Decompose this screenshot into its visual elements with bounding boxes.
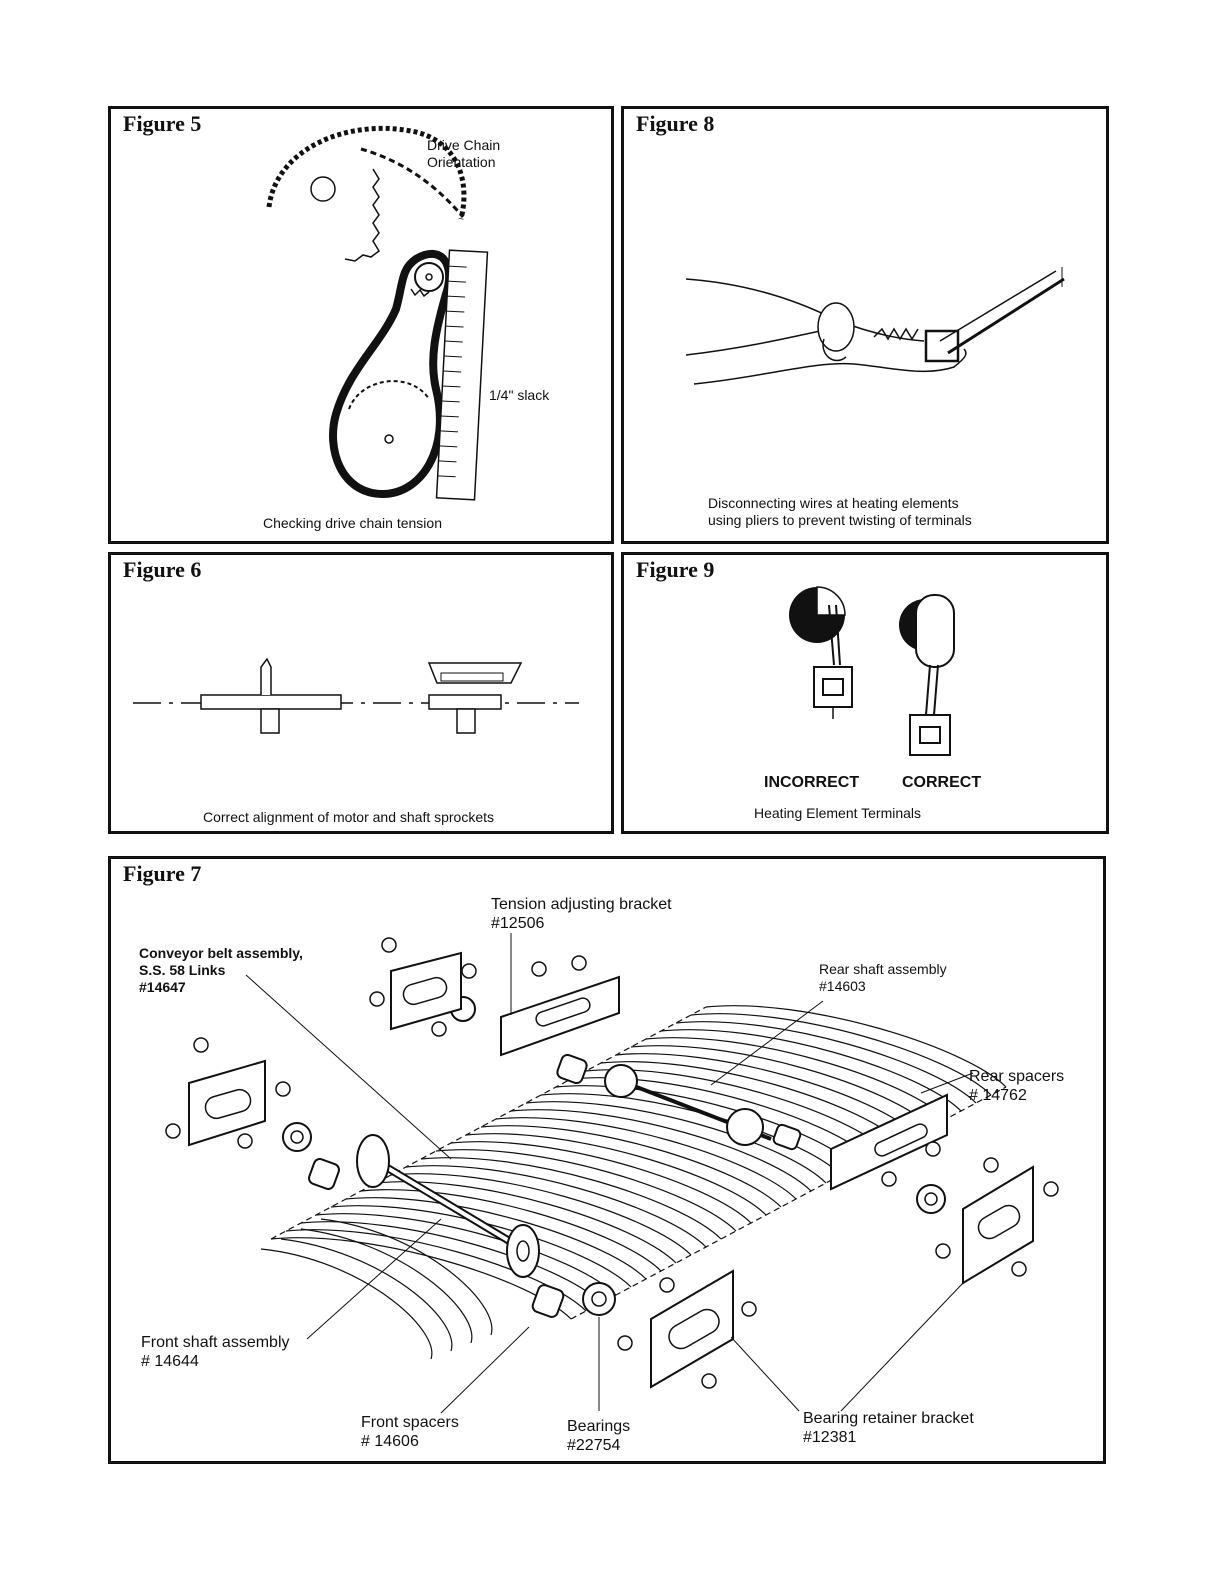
- sprocket-alignment-illustration: [133, 657, 579, 734]
- slack-label: 1/4" slack: [489, 387, 550, 403]
- rear-spacers-label: Rear spacers # 14762: [969, 1068, 1065, 1104]
- figure-9-panel: Figure 9 INCORRECT CORRECT Heating Eleme…: [621, 552, 1109, 834]
- drive-chain-illustration: [266, 125, 489, 501]
- figure-6-caption: Correct alignment of motor and shaft spr…: [203, 809, 495, 825]
- pliers-illustration: [685, 267, 1065, 385]
- figure-5-panel: Figure 5 Drive Chain Orientation: [108, 106, 614, 544]
- rear-shaft-label: Rear shaft assembly #14603: [819, 961, 947, 994]
- front-shaft-label: Front shaft assembly # 14644: [141, 1334, 290, 1370]
- incorrect-label: INCORRECT: [764, 774, 860, 791]
- figure-8-panel: Figure 8 Disconnecting wires at heating …: [621, 106, 1109, 544]
- figure-9-title: Figure 9: [636, 557, 715, 582]
- conveyor-exploded-view: [165, 933, 1059, 1414]
- bearings-label: Bearings #22754: [567, 1418, 631, 1454]
- figure-9-caption: Heating Element Terminals: [754, 805, 922, 821]
- figure-6-panel: Figure 6 Correct alignment of motor and …: [108, 552, 614, 834]
- figure-7-title: Figure 7: [123, 861, 202, 886]
- conveyor-belt-label: Conveyor belt assembly, S.S. 58 Links #1…: [139, 945, 303, 995]
- figure-5-caption: Checking drive chain tension: [263, 515, 442, 531]
- figure-7-panel: Figure 7: [108, 856, 1106, 1464]
- tension-bracket-label: Tension adjusting bracket #12506: [491, 896, 672, 932]
- terminal-illustration: [789, 586, 955, 756]
- figure-5-title: Figure 5: [123, 111, 202, 136]
- figure-8-title: Figure 8: [636, 111, 715, 136]
- correct-label: CORRECT: [902, 774, 982, 791]
- figure-6-title: Figure 6: [123, 557, 202, 582]
- figure-8-caption: Disconnecting wires at heating elements …: [708, 495, 972, 528]
- front-spacers-label: Front spacers # 14606: [361, 1414, 459, 1450]
- drive-chain-orientation-label: Drive Chain Orientation: [427, 137, 501, 170]
- bearing-retainer-label: Bearing retainer bracket #12381: [803, 1410, 974, 1446]
